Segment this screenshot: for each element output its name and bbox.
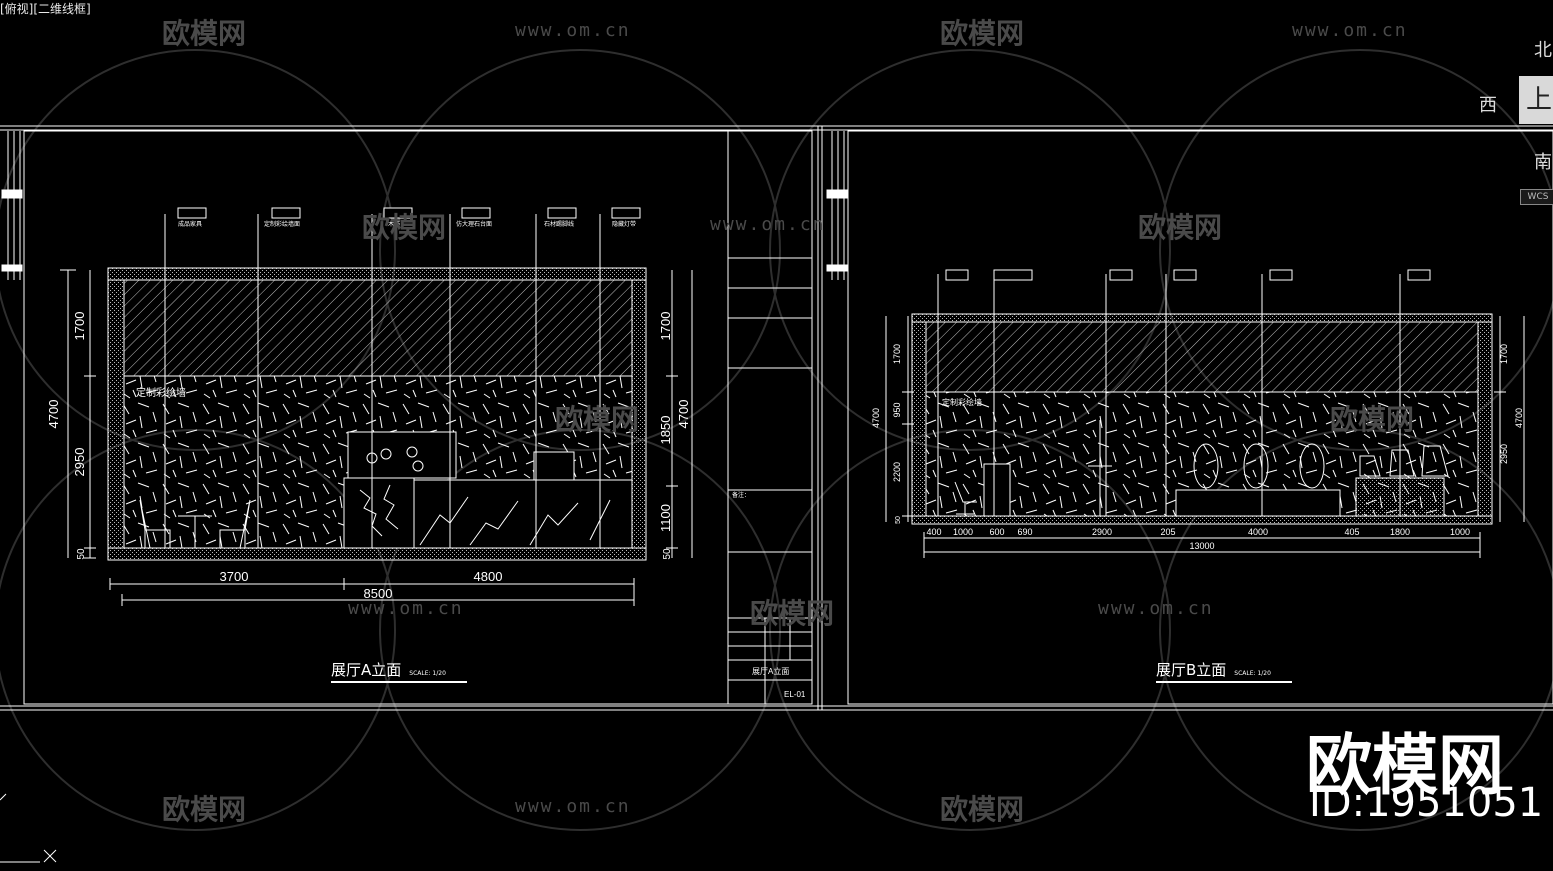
- dim-b-bottom-5: 2900: [1092, 527, 1112, 537]
- dim-b-bottom-7: 4000: [1248, 527, 1268, 537]
- sheet-b-title: 展厅B立面 SCALE: 1/20: [1156, 659, 1271, 680]
- sheet-b-dimensions: 1700 950 2200 50 4700 1700 2950 4700 400…: [871, 344, 1524, 551]
- callout-a-4: 仿大理石台面: [456, 220, 492, 228]
- sheet-b-title-underline: [1156, 681, 1292, 683]
- dim-b-left-2: 950: [892, 402, 902, 417]
- watermark-brand: 欧模网: [1330, 403, 1415, 436]
- dim-a-right-3: 1100: [658, 504, 673, 532]
- viewcube-top-face[interactable]: 上: [1519, 76, 1553, 124]
- watermark-brand: 欧模网: [162, 17, 247, 50]
- dim-a-left-1: 1700: [72, 312, 87, 341]
- dim-b-bottom-6: 205: [1160, 527, 1175, 537]
- watermark-brand: 欧模网: [1138, 211, 1223, 244]
- brand-logo-text: 欧模网: [1306, 727, 1504, 804]
- dim-a-bottom-2: 4800: [474, 569, 503, 584]
- dim-b-left-3: 2200: [892, 462, 902, 482]
- watermark-url: www.om.cn: [710, 214, 826, 235]
- resource-id: ID:1951051: [1309, 780, 1544, 826]
- watermark-brand: 欧模网: [750, 597, 835, 630]
- sheet-b-wall-label: 定制彩绘墙: [942, 397, 982, 407]
- watermark-url: www.om.cn: [515, 796, 631, 817]
- viewcube-north[interactable]: 北: [1534, 40, 1552, 61]
- viewcube-south[interactable]: 南: [1534, 152, 1552, 173]
- dim-a-bottom-total: 8500: [364, 586, 393, 601]
- dim-b-bottom-1: 400: [926, 527, 941, 537]
- watermark-brand: 欧模网: [162, 793, 247, 826]
- sheet-a-dimensions: 1700 2950 50 4700 1700 1850 1100 50 4700…: [46, 220, 806, 699]
- dim-a-right-2: 1850: [658, 416, 673, 445]
- dim-a-left-2: 2950: [72, 448, 87, 477]
- dim-a-right-1: 1700: [658, 312, 673, 341]
- watermark-brand: 欧模网: [362, 211, 447, 244]
- sheet-b: [826, 130, 1553, 705]
- dim-b-bottom-3: 600: [989, 527, 1004, 537]
- dim-b-right-1: 1700: [1499, 344, 1509, 364]
- callout-a-3: 木饰: [388, 220, 400, 228]
- dim-b-left-total: 4700: [871, 408, 881, 428]
- dim-a-left-total: 4700: [46, 400, 61, 429]
- dim-a-right-total: 4700: [676, 400, 691, 429]
- dim-b-bottom-9: 1800: [1390, 527, 1410, 537]
- callout-a-6: 隐藏灯带: [612, 220, 636, 228]
- dim-a-left-3: 50: [76, 548, 87, 560]
- viewport-controls-label[interactable]: [俯视][二维线框]: [0, 2, 91, 16]
- ucs-icon: [0, 793, 57, 863]
- title-block-note: 备注：: [732, 491, 750, 499]
- dim-b-bottom-4: 690: [1017, 527, 1032, 537]
- watermark-url: www.om.cn: [1098, 598, 1214, 619]
- watermark-brand: 欧模网: [940, 17, 1025, 50]
- sheet-a: [1, 130, 813, 705]
- callout-a-5: 石材踢脚线: [544, 220, 574, 228]
- sheet-b-scale: SCALE: 1/20: [1234, 670, 1271, 677]
- dim-b-left-1: 1700: [892, 344, 902, 364]
- watermark-brand: 欧模网: [940, 793, 1025, 826]
- title-block-number: EL-01: [784, 690, 806, 699]
- sheet-a-title: 展厅A立面 SCALE: 1/20: [331, 659, 446, 680]
- watermark-brand: 欧模网: [555, 403, 640, 436]
- dim-b-bottom-10: 1000: [1450, 527, 1470, 537]
- viewcube-west[interactable]: 西: [1479, 95, 1497, 116]
- sheet-a-wall-label: 定制彩绘墙: [136, 386, 186, 399]
- sheet-b-title-text: 展厅B立面: [1156, 661, 1227, 679]
- watermark-url: www.om.cn: [515, 20, 631, 41]
- elevation-b: [885, 269, 1525, 558]
- sheet-a-scale: SCALE: 1/20: [409, 670, 446, 677]
- dim-b-right-2: 2950: [1499, 444, 1509, 464]
- watermark-url: www.om.cn: [1292, 20, 1408, 41]
- callout-a-1: 成品家具: [178, 220, 202, 228]
- callout-a-2: 定制彩绘墙面: [264, 220, 300, 228]
- dim-b-bottom-total: 13000: [1189, 541, 1214, 551]
- dim-b-left-4: 50: [895, 516, 902, 524]
- sheet-a-title-underline: [331, 681, 467, 683]
- dim-b-right-total: 4700: [1514, 408, 1524, 428]
- sheet-a-title-text: 展厅A立面: [331, 661, 402, 679]
- dim-a-bottom-1: 3700: [220, 569, 249, 584]
- dim-a-right-4: 50: [662, 548, 673, 560]
- dim-b-bottom-2: 1000: [953, 527, 973, 537]
- watermark-url: www.om.cn: [348, 598, 464, 619]
- title-block-name: 展厅A立面: [752, 666, 789, 676]
- wcs-menu-button[interactable]: WCS: [1520, 189, 1553, 205]
- elevation-a: [60, 207, 693, 606]
- dim-b-bottom-8: 405: [1344, 527, 1359, 537]
